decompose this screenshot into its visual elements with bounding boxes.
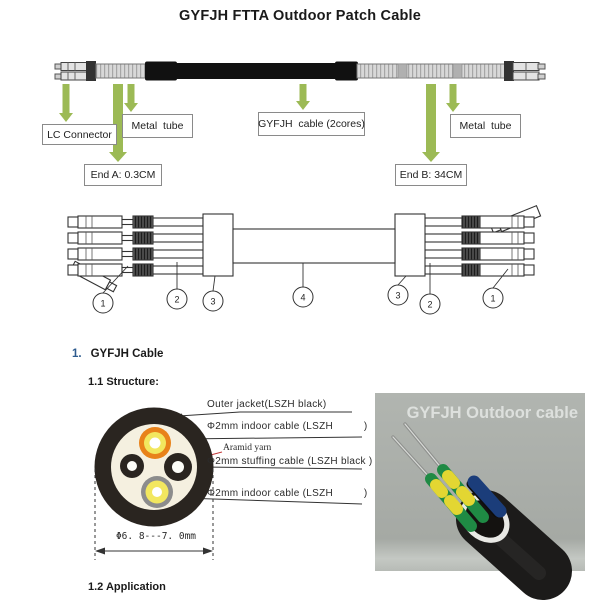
callout-3-left: 3: [202, 290, 224, 312]
label-metal-tube-right-text: Metal tube: [459, 120, 512, 132]
svg-text:3: 3: [395, 290, 400, 300]
page-title: GYFJH FTTA Outdoor Patch Cable: [178, 8, 422, 24]
arrow-end-a: [109, 84, 127, 162]
trunk-cable: [232, 228, 396, 264]
callout-1-left: 1: [92, 292, 114, 314]
photo-cable: [391, 422, 572, 600]
label-outer-jacket: Outer jacket(LSZH black): [207, 399, 327, 410]
svg-text:3: 3: [210, 296, 215, 306]
section-1-title: GYFJH Cable: [90, 348, 164, 360]
label-metal-tube-left-text: Metal tube: [131, 120, 184, 132]
label-end-a-text: End A: 0.3CM: [90, 169, 156, 181]
assembly-outline: [67, 204, 542, 293]
label-indoor-cable-bottom: Φ2mm indoor cable (LSZH ): [207, 488, 368, 499]
inner-filler: [111, 424, 197, 510]
indoor-cable-top: [139, 427, 171, 459]
gyfjh-cable-graphic: [145, 61, 358, 81]
diameter-dimension: [94, 469, 214, 560]
label-gyfjh-cable-text: GYFJH cable (2cores): [258, 118, 365, 130]
callout-2-left: 2: [166, 288, 188, 310]
label-end-b: End B: 34CM: [395, 164, 467, 186]
metal-tube-left-graphic: [95, 63, 147, 79]
fanout-box-right: [394, 213, 426, 277]
label-stuffing-cable: Φ2mm stuffing cable (LSZH black ): [207, 456, 373, 467]
photo-caption: GYFJH Outdoor cable: [407, 404, 578, 422]
callout-bubbles: 1 2 3 4 3 2 1: [92, 284, 504, 315]
label-metal-tube-left: Metal tube: [122, 114, 193, 138]
indoor-cable-bottom: [141, 476, 173, 508]
label-metal-tube-right: Metal tube: [450, 114, 521, 138]
svg-text:2: 2: [174, 294, 179, 304]
cable-cross-section-diagram: [94, 407, 363, 560]
callout-2-right: 2: [419, 293, 441, 315]
svg-text:1: 1: [490, 293, 495, 303]
arrow-cable: [296, 84, 310, 110]
arrow-metal-tube-right: [446, 84, 460, 112]
label-lc-connector-text: LC Connector: [47, 128, 112, 141]
arrow-metal-tube-left: [124, 84, 138, 112]
callout-3-right: 3: [387, 284, 409, 306]
assembly-technical-drawing: 1 2 3 4 3 2 1: [67, 204, 542, 315]
label-end-a: End A: 0.3CM: [84, 164, 162, 186]
cross-section-body: [94, 407, 214, 527]
arrow-lc-connector: [59, 84, 73, 122]
outdoor-cable-photo: GYFJH Outdoor cable: [375, 393, 585, 600]
breakout-legs: [67, 215, 535, 277]
section-1-heading: 1. GYFJH Cable: [72, 348, 163, 360]
lc-connector-left: [54, 61, 96, 81]
patch-cable-illustration: [54, 61, 546, 162]
lc-connector-right: [504, 61, 546, 81]
metal-tube-right-graphic: [356, 63, 507, 79]
section-1-number: 1.: [72, 348, 82, 360]
svg-text:4: 4: [300, 292, 305, 302]
section-1-1-heading: 1.1 Structure:: [88, 376, 159, 388]
label-cable-diameter: Φ6. 8---7. 0mm: [115, 531, 197, 542]
label-lc-connector: LC Connector: [42, 124, 117, 145]
label-indoor-cable-top: Φ2mm indoor cable (LSZH ): [207, 421, 368, 432]
arrow-end-b: [422, 84, 440, 162]
label-gyfjh-cable: GYFJH cable (2cores): [258, 112, 365, 136]
section-1-2-heading: 1.2 Application: [88, 581, 166, 593]
pointer-arrows: [59, 84, 460, 162]
label-aramid-yarn: Aramid yarn: [223, 443, 272, 453]
filler-cable-left: [120, 454, 144, 478]
callout-4-center: 4: [292, 286, 314, 308]
fanout-box-left: [202, 213, 234, 277]
callout-leaders: [102, 262, 509, 294]
stuffing-cable-right: [164, 453, 192, 481]
callout-1-right: 1: [482, 287, 504, 309]
label-end-b-text: End B: 34CM: [399, 169, 463, 181]
svg-text:2: 2: [427, 299, 432, 309]
connector-details: [85, 216, 519, 276]
svg-text:1: 1: [100, 298, 105, 308]
